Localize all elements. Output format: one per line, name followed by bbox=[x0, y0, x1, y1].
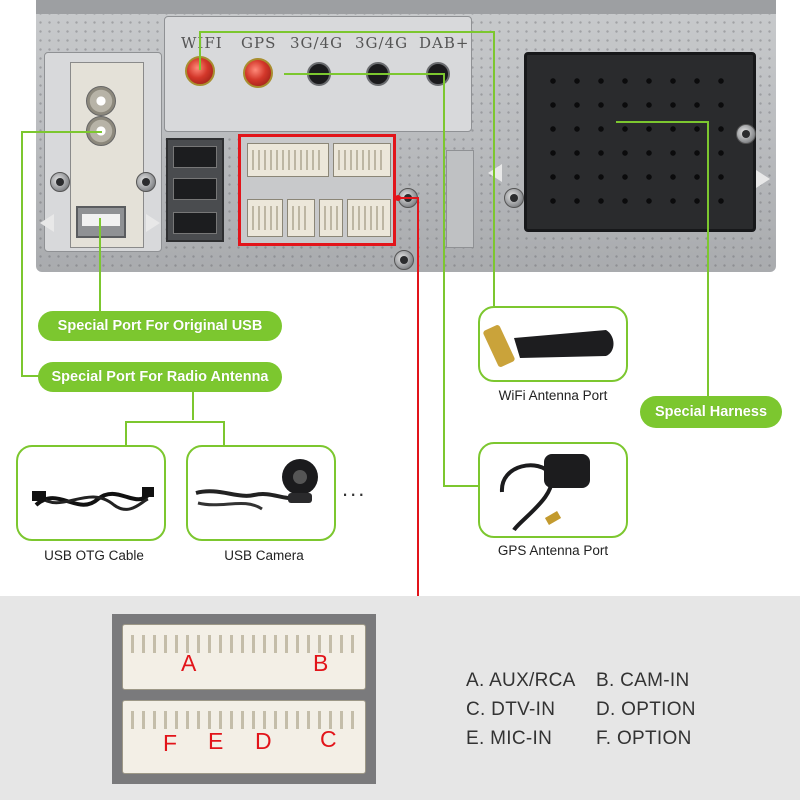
line-wifi bbox=[199, 31, 495, 306]
wifi-antenna-icon bbox=[483, 325, 614, 367]
usb-slot-3[interactable] bbox=[173, 212, 217, 234]
callout-special-harness: Special Harness bbox=[640, 396, 782, 428]
arrow-left-icon bbox=[40, 214, 54, 232]
letter-f: F bbox=[163, 730, 178, 756]
legend-b: B. CAM-IN bbox=[596, 670, 690, 691]
callout-radio-antenna: Special Port For Radio Antenna bbox=[38, 362, 282, 392]
letter-a: A bbox=[181, 650, 197, 676]
usb-port-stack bbox=[166, 138, 224, 242]
dab-label: DAB+ bbox=[419, 34, 470, 52]
screw-left-2 bbox=[136, 172, 156, 192]
plug-d[interactable] bbox=[319, 199, 343, 237]
usb-slot-1[interactable] bbox=[173, 146, 217, 168]
usb-camera-caption: USB Camera bbox=[224, 548, 304, 563]
letter-e: E bbox=[208, 728, 224, 754]
pins-top bbox=[131, 635, 357, 653]
wifi-label: WIFI bbox=[181, 34, 223, 52]
plug-b[interactable] bbox=[333, 143, 391, 177]
closeup-plug-fedc bbox=[122, 700, 366, 774]
usb-otg-cable-caption: USB OTG Cable bbox=[44, 548, 144, 563]
gps-antenna-card bbox=[478, 442, 628, 538]
callout-original-usb: Special Port For Original USB bbox=[38, 311, 282, 341]
gps-antenna-jack[interactable] bbox=[243, 58, 273, 88]
3g4g-label-2: 3G/4G bbox=[355, 34, 409, 52]
usb-camera-icon bbox=[195, 459, 318, 511]
screw-center-2 bbox=[394, 250, 414, 270]
letter-c: C bbox=[320, 726, 337, 752]
plug-e[interactable] bbox=[287, 199, 315, 237]
blank-slot bbox=[446, 150, 474, 248]
legend-e: E. MIC-IN bbox=[466, 728, 553, 749]
legend-f: F. OPTION bbox=[596, 728, 692, 749]
letter-b: B bbox=[313, 650, 329, 676]
line-gps bbox=[284, 73, 478, 487]
gps-label: GPS bbox=[241, 34, 277, 52]
gps-antenna-caption: GPS Antenna Port bbox=[497, 543, 609, 558]
usb-slot-2[interactable] bbox=[173, 178, 217, 200]
usb-otg-cable-card bbox=[16, 445, 166, 541]
letter-d: D bbox=[255, 728, 272, 754]
plug-f[interactable] bbox=[247, 199, 283, 237]
legend-d: D. OPTION bbox=[596, 699, 696, 720]
main-harness-connector[interactable] bbox=[524, 52, 756, 232]
pins-bottom bbox=[131, 711, 357, 729]
line-accessories bbox=[125, 421, 225, 446]
line-harness bbox=[616, 121, 709, 396]
more-accessories-indicator: ... bbox=[342, 476, 367, 501]
gps-antenna-icon bbox=[499, 454, 590, 532]
legend-a: A. AUX/RCA bbox=[466, 670, 576, 691]
plug-a[interactable] bbox=[247, 143, 329, 177]
screw-left bbox=[50, 172, 70, 192]
usb-otg-cable-icon bbox=[32, 487, 154, 511]
wifi-antenna-card bbox=[478, 306, 628, 382]
closeup-plug-ab bbox=[122, 624, 366, 690]
arrow-right-icon-2 bbox=[756, 170, 770, 188]
unit-top-edge bbox=[36, 0, 776, 14]
arrow-right-icon bbox=[146, 214, 160, 232]
legend-c: C. DTV-IN bbox=[466, 699, 556, 720]
line-radio bbox=[21, 131, 102, 377]
usb-camera-card bbox=[186, 445, 336, 541]
radio-jack-top bbox=[86, 86, 116, 116]
3g4g-label-1: 3G/4G bbox=[290, 34, 344, 52]
screw-harness-right bbox=[736, 124, 756, 144]
connector-closeup-photo bbox=[112, 614, 376, 784]
original-usb-port[interactable] bbox=[76, 206, 126, 238]
screw-right bbox=[504, 188, 524, 208]
av-connector-group bbox=[238, 134, 396, 246]
plug-c[interactable] bbox=[347, 199, 391, 237]
wifi-antenna-caption: WiFi Antenna Port bbox=[498, 388, 608, 403]
